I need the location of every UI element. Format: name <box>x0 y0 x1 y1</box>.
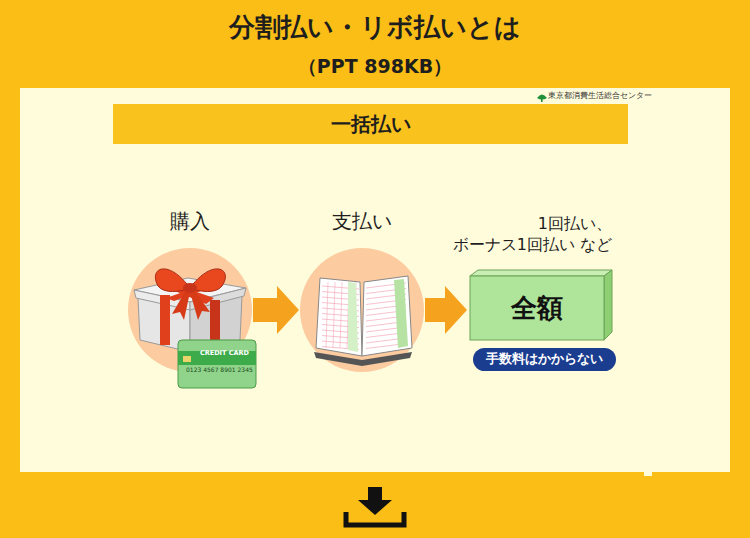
method-band: 一括払い <box>113 104 628 144</box>
fee-pill: 手数料はかからない <box>473 348 616 371</box>
panel-notch <box>644 462 652 476</box>
logo-mark <box>537 95 547 103</box>
download-icon <box>346 487 404 525</box>
page-title: 分割払い・リボ払いとは <box>0 10 750 45</box>
amount-text: 全額 <box>470 276 604 340</box>
logo-text: 東京都消費生活総合センター <box>548 91 652 101</box>
content-panel <box>20 88 730 472</box>
payment-options: 1回払い、 ボーナス1回払い など <box>447 213 612 256</box>
step-heading: 購入 <box>108 208 272 235</box>
card-brand: CREDIT CARD <box>200 349 249 357</box>
band-heading: 一括払い <box>113 111 628 138</box>
amount-box: 1回払い、 ボーナス1回払い など全額 <box>468 270 614 342</box>
payment-circle-shape <box>300 248 424 372</box>
payment-circle: 支払い <box>300 248 424 372</box>
file-size: （PPT 898KB） <box>0 54 750 80</box>
flow-arrow <box>253 286 299 334</box>
step-heading: 支払い <box>280 208 444 235</box>
card-number: 0123 4567 8901 2345 <box>186 366 253 373</box>
fee-note: 手数料はかからない <box>486 351 603 368</box>
flow-arrow <box>425 286 467 334</box>
